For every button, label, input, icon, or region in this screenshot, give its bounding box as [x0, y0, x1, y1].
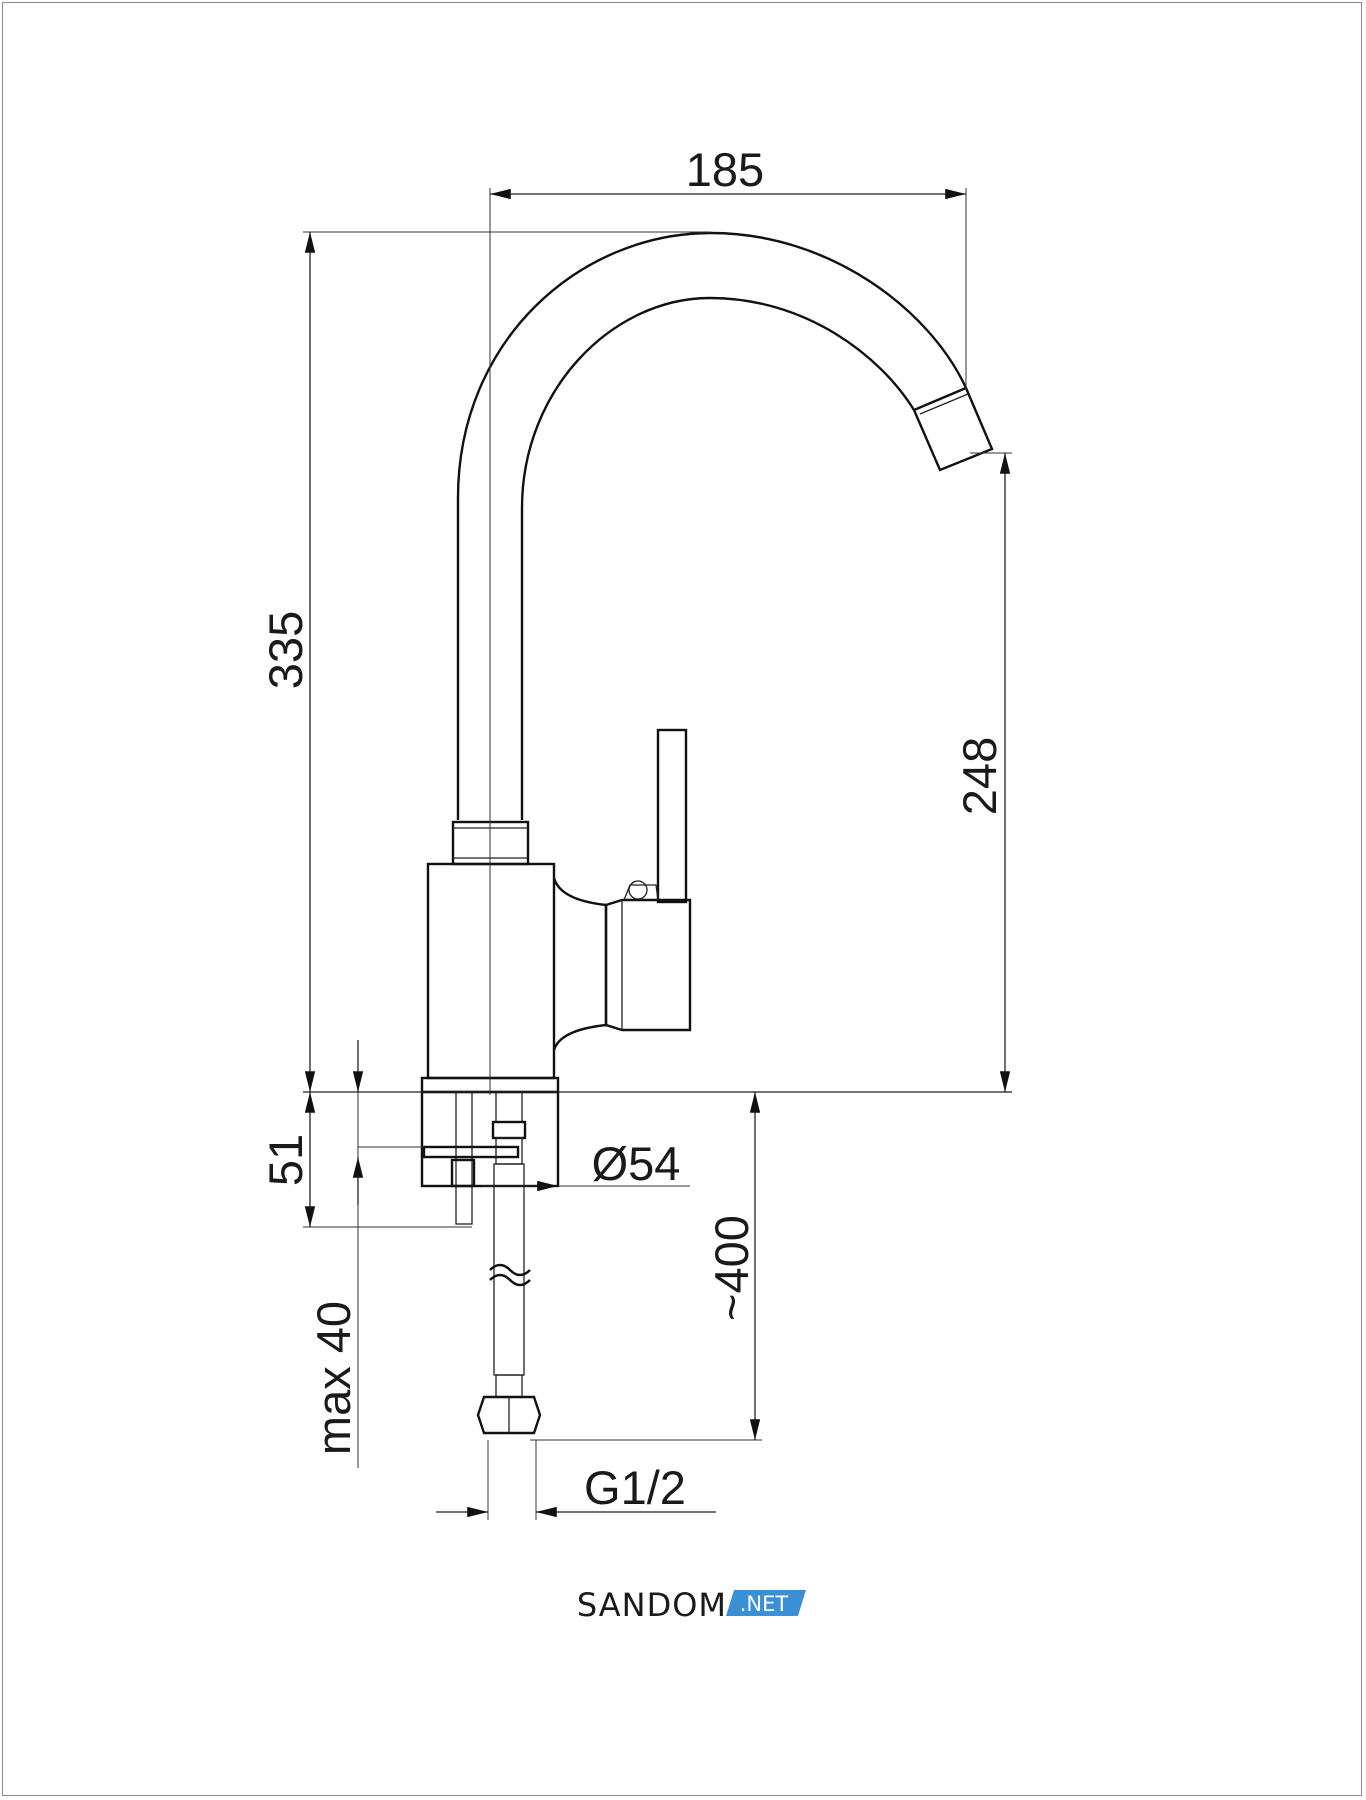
dim-diameter-label: Ø54	[592, 1137, 681, 1190]
sandom-logo: SANDOM .NET	[577, 1586, 806, 1624]
dim-width-label: 185	[686, 143, 764, 196]
dim-max-thickness-label: max 40	[307, 1301, 360, 1455]
logo-badge-shape	[726, 1590, 806, 1616]
dim-spout-height-label: 248	[953, 737, 1006, 815]
dim-hose-length-label: ~400	[705, 1215, 758, 1321]
dim-thread-label: G1/2	[584, 1461, 686, 1514]
dim-base-height-label: 51	[259, 1134, 312, 1186]
logo-text: SANDOM	[577, 1586, 727, 1624]
dimension-lines	[303, 188, 1012, 1520]
dim-height-label: 335	[259, 611, 312, 689]
logo-badge-text: .NET	[740, 1592, 789, 1616]
